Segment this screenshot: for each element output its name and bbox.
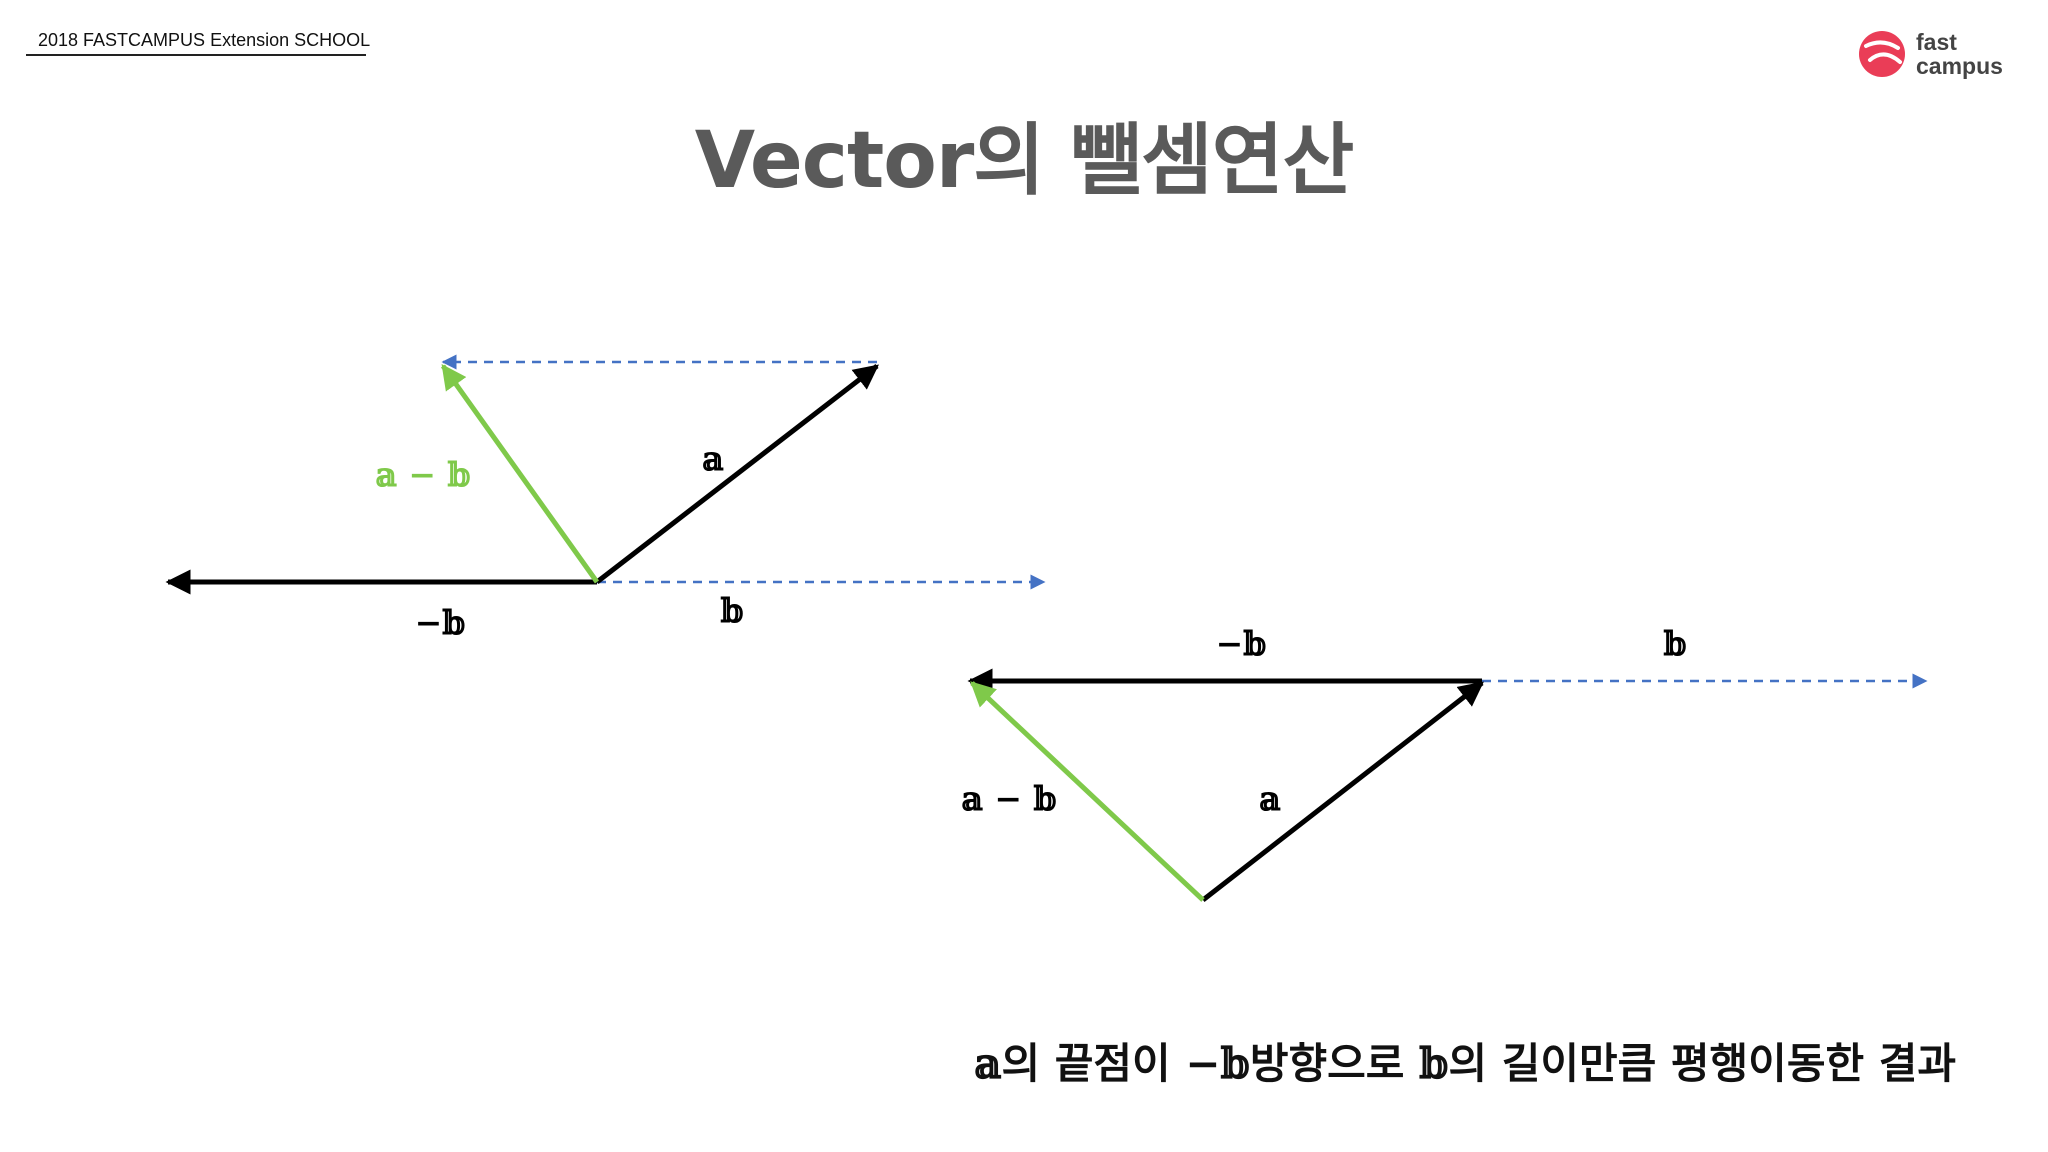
left-vector-a [595,364,879,584]
course-header: 2018 FASTCAMPUS Extension SCHOOL [38,30,371,50]
caption-text-2: 방향으로 [1249,1039,1420,1088]
logo-mark-icon [1859,31,1905,77]
caption-vector-a: 𝕒 [974,1039,1002,1088]
left-label-a-minus-b: 𝕒 − 𝕓 [375,455,470,494]
left-label-a: 𝕒 [702,439,724,478]
logo-text-fast: fast [1916,29,1957,55]
caption-vector-b: 𝕓 [1419,1039,1449,1088]
caption-text-1: 의 끝점이 [1001,1039,1186,1088]
right-diagram: 𝕒 𝕓 −𝕓 𝕒 − 𝕓 [961,624,1928,902]
right-vector-a-minus-b [970,681,1205,902]
slide-title: Vector의 뺄셈연산 [694,116,1355,206]
right-label-a: 𝕒 [1259,779,1281,818]
right-label-neg-b: −𝕓 [1216,624,1267,663]
caption-vector-neg-b: −𝕓 [1185,1039,1250,1088]
explanation-caption: 𝕒의 끝점이 −𝕓방향으로 𝕓의 길이만큼 평행이동한 결과 [974,1030,1956,1091]
right-label-a-minus-b: 𝕒 − 𝕓 [961,779,1056,818]
fastcampus-logo: fast campus [1858,26,2018,82]
left-label-b: 𝕓 [720,591,743,630]
logo-text-campus: campus [1916,53,2003,79]
right-vector-a [1201,681,1484,902]
left-vector-a-minus-b [440,363,600,584]
header-underline [26,54,366,56]
caption-text-3: 의 길이만큼 평행이동한 결과 [1448,1039,1956,1088]
left-label-neg-b: −𝕓 [415,603,466,642]
right-label-b: 𝕓 [1663,624,1686,663]
left-diagram: 𝕒 𝕓 −𝕓 𝕒 − 𝕓 [165,354,1046,642]
